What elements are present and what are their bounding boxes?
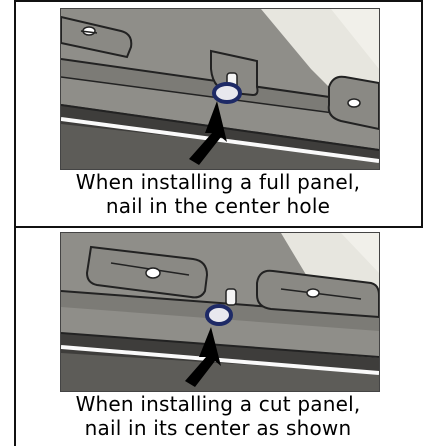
frame-divider-line (14, 226, 423, 228)
full-panel-illustration (60, 8, 380, 170)
full-panel-caption: When installing a full panel, nail in th… (40, 170, 396, 218)
caption-line: nail in the center hole (40, 194, 396, 218)
frame-top-line (14, 0, 423, 2)
caption-line: nail in its center as shown (40, 416, 396, 440)
cut-panel-caption: When installing a cut panel, nail in its… (40, 392, 396, 440)
frame-left-line (14, 0, 16, 446)
frame-right-line (421, 0, 423, 226)
cut-panel-illustration (60, 232, 380, 392)
caption-line: When installing a cut panel, (40, 392, 396, 416)
caption-line: When installing a full panel, (40, 170, 396, 194)
